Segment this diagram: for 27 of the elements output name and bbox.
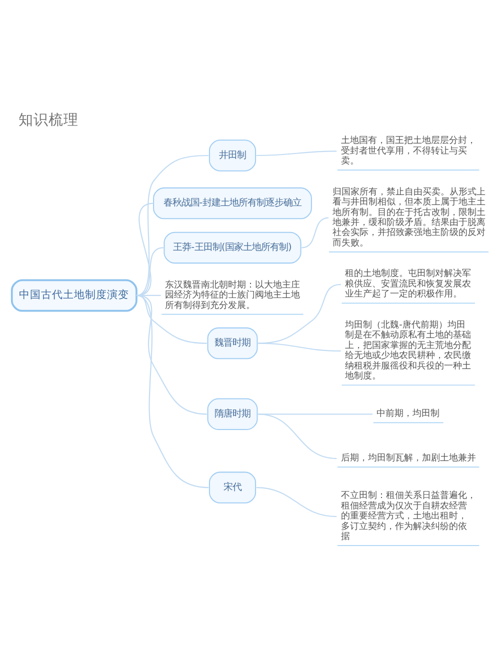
node-box: 春秋战国-封建土地所有制逐步确立 bbox=[153, 187, 312, 220]
node-text: 归国家所有，禁止自由买卖。从形式上看与井田制相似，但本质上属于地主土地所有制。目的在于托古改制，限制土地兼并，缓和阶级矛盾。结果由于脱离社会实际，并招致豪强地主阶级的反对而失败。 bbox=[332, 187, 486, 248]
connector bbox=[258, 414, 337, 460]
connector bbox=[256, 150, 337, 156]
node-text: 不立田制：租佃关系日益普遍化，租佃经营成为仅次于自耕农经营的重要经营方式，土地出租时，多订立契约，作为解决纠纷的依据 bbox=[340, 491, 476, 542]
connector bbox=[136, 294, 207, 415]
connector bbox=[136, 202, 154, 296]
diagram-title: 知识梳理 bbox=[18, 112, 79, 128]
connector bbox=[256, 487, 337, 518]
node-box: 井田制 bbox=[208, 140, 256, 172]
connector bbox=[302, 217, 329, 248]
node-box: 魏晋时期 bbox=[207, 327, 258, 360]
connector bbox=[258, 284, 341, 344]
node-text: 东汉魏晋南北朝时期：以大地主庄园经济为特征的士族门阀地主土地所有制得到充分发展。 bbox=[165, 280, 300, 311]
node-box: 中国古代土地制度演变 bbox=[10, 279, 138, 312]
node-text: 后期，均田制瓦解，加剧土地兼并 bbox=[340, 454, 476, 464]
connector bbox=[136, 154, 209, 296]
node-text: 均田制（北魏-唐代前期）均田制是在不触动原私有土地的基础上，把国家掌握的无主荒地分配给无地或少地农民耕种，农民缴纳租税并服徭役和兵役的一种土地制度。 bbox=[345, 320, 472, 382]
connector bbox=[136, 294, 209, 488]
node-text: 土地国有，国王把土地层层分封，受封者世代享用，不得转让与买卖。 bbox=[340, 136, 476, 167]
connector bbox=[136, 247, 164, 296]
connector bbox=[258, 342, 341, 352]
node-box: 宋代 bbox=[208, 472, 256, 504]
node-box: 王莽-王田制(国家土地所有制) bbox=[164, 232, 302, 264]
node-text: 租的土地制度。屯田制对解决军粮供应、安置流民和恢复发展农业生产起了一定的积极作用。 bbox=[345, 269, 472, 300]
node-text: 中前期，均田制 bbox=[376, 409, 440, 420]
node-box: 隋唐时期 bbox=[207, 398, 258, 430]
